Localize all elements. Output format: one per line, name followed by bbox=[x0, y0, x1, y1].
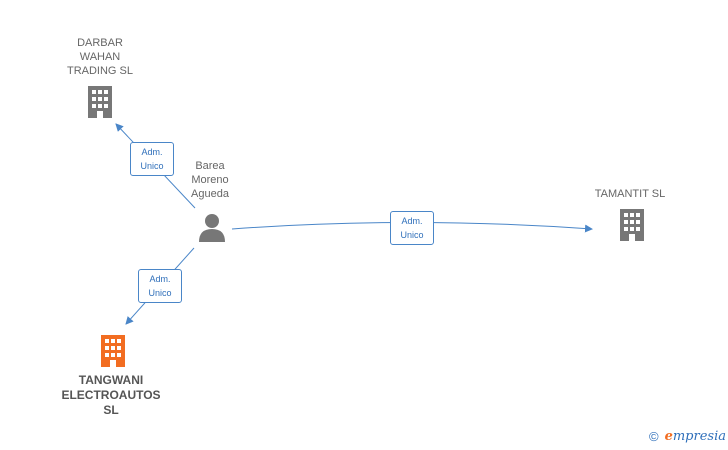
building-icon[interactable] bbox=[97, 333, 129, 369]
edge-label-barea-tamantit[interactable]: Adm. Unico bbox=[390, 211, 434, 245]
node-label-darbar[interactable]: DARBAR WAHAN TRADING SL bbox=[66, 37, 133, 77]
copyright-symbol: © bbox=[648, 429, 659, 444]
person-icon[interactable] bbox=[196, 212, 228, 242]
node-label-barea[interactable]: Barea Moreno Agueda bbox=[191, 160, 229, 200]
node-label-tamantit[interactable]: TAMANTIT SL bbox=[594, 188, 666, 200]
building-icon[interactable] bbox=[616, 207, 648, 243]
edge-label-barea-darbar[interactable]: Adm. Unico bbox=[130, 142, 174, 176]
edge-label-barea-tangwani[interactable]: Adm. Unico bbox=[138, 269, 182, 303]
brand-logo: empresia bbox=[664, 429, 726, 444]
footer-watermark: © empresia bbox=[649, 429, 726, 444]
node-label-tangwani[interactable]: TANGWANI ELECTROAUTOS SL bbox=[61, 373, 161, 417]
building-icon[interactable] bbox=[84, 84, 116, 120]
